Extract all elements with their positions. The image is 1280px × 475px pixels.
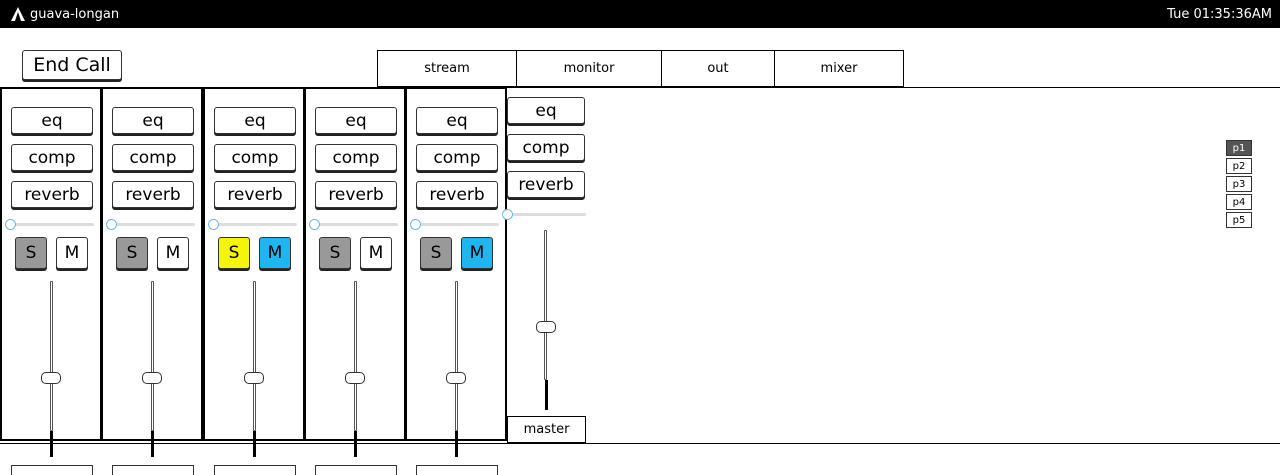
- fader-knob[interactable]: [446, 372, 466, 384]
- top-bar: guava-longan Tue 01:35:36AM: [0, 0, 1280, 28]
- tab-bar: stream monitor out mixer: [377, 50, 904, 87]
- end-call-button[interactable]: End Call: [22, 50, 122, 80]
- master-pan-knob[interactable]: [502, 209, 513, 220]
- pan-knob[interactable]: [410, 219, 421, 230]
- channel-label-box-3: [214, 465, 296, 475]
- fader-knob[interactable]: [41, 372, 61, 384]
- comp-button[interactable]: comp: [315, 144, 397, 171]
- master-reverb-button[interactable]: reverb: [507, 171, 585, 198]
- tent-icon: [11, 7, 25, 21]
- app-title-group: guava-longan: [10, 6, 119, 22]
- eq-button[interactable]: eq: [315, 107, 397, 134]
- master-fader-knob[interactable]: [536, 321, 556, 333]
- pan-slider[interactable]: [314, 223, 398, 226]
- fader-level-1: [50, 431, 53, 457]
- preset-p4[interactable]: p4: [1226, 194, 1252, 210]
- master-pan-slider[interactable]: [507, 213, 586, 216]
- pan-slider[interactable]: [213, 223, 297, 226]
- fader-knob[interactable]: [244, 372, 264, 384]
- fader-track[interactable]: [354, 281, 357, 431]
- solo-button[interactable]: S: [15, 237, 47, 269]
- preset-p5[interactable]: p5: [1226, 212, 1252, 228]
- solo-button[interactable]: S: [218, 237, 250, 269]
- eq-button[interactable]: eq: [416, 107, 498, 134]
- panel-top-divider: [0, 87, 1280, 88]
- preset-p3[interactable]: p3: [1226, 176, 1252, 192]
- fader-track[interactable]: [455, 281, 458, 431]
- eq-button[interactable]: eq: [214, 107, 296, 134]
- pan-knob[interactable]: [5, 219, 16, 230]
- channel-label-box-1: [11, 465, 93, 475]
- panel-bottom-divider: [0, 443, 1280, 444]
- reverb-button[interactable]: reverb: [214, 181, 296, 208]
- preset-p2[interactable]: p2: [1226, 158, 1252, 174]
- fader-track[interactable]: [151, 281, 154, 431]
- comp-button[interactable]: comp: [112, 144, 194, 171]
- comp-button[interactable]: comp: [214, 144, 296, 171]
- fader-track[interactable]: [253, 281, 256, 431]
- mute-button[interactable]: M: [461, 237, 493, 269]
- pan-knob[interactable]: [208, 219, 219, 230]
- tab-mixer[interactable]: mixer: [820, 61, 858, 76]
- app-title: guava-longan: [30, 6, 120, 22]
- channel-strip-2: eq comp reverb S M: [101, 87, 203, 441]
- channel-strip-1: eq comp reverb S M: [0, 87, 102, 441]
- pan-knob[interactable]: [106, 219, 117, 230]
- reverb-button[interactable]: reverb: [416, 181, 498, 208]
- mute-button[interactable]: M: [259, 237, 291, 269]
- preset-list: p1 p2 p3 p4 p5: [1226, 140, 1252, 230]
- reverb-button[interactable]: reverb: [315, 181, 397, 208]
- fader-level-5: [455, 431, 458, 457]
- tab-stream[interactable]: stream: [378, 51, 517, 86]
- comp-button[interactable]: comp: [416, 144, 498, 171]
- fader-track[interactable]: [50, 281, 53, 431]
- channel-strip-3: eq comp reverb S M: [203, 87, 305, 441]
- comp-button[interactable]: comp: [11, 144, 93, 171]
- preset-p1[interactable]: p1: [1226, 140, 1252, 156]
- fader-knob[interactable]: [345, 372, 365, 384]
- clock: Tue 01:35:36AM: [1167, 6, 1272, 22]
- channel-strip-5: eq comp reverb S M: [405, 87, 507, 441]
- channel-label-box-5: [416, 465, 498, 475]
- fader-level-2: [151, 431, 154, 457]
- master-fader-level: [545, 380, 548, 410]
- pan-slider[interactable]: [10, 223, 94, 226]
- pan-slider[interactable]: [111, 223, 195, 226]
- master-strip: eq comp reverb: [502, 87, 587, 443]
- fader-level-4: [354, 431, 357, 457]
- channel-label-box-2: [112, 465, 194, 475]
- channel-label-box-4: [315, 465, 397, 475]
- pan-slider[interactable]: [415, 223, 499, 226]
- master-label: master: [507, 416, 586, 443]
- mute-button[interactable]: M: [360, 237, 392, 269]
- solo-button[interactable]: S: [116, 237, 148, 269]
- tab-out[interactable]: out: [662, 51, 775, 86]
- channel-strip-4: eq comp reverb S M: [304, 87, 406, 441]
- reverb-button[interactable]: reverb: [112, 181, 194, 208]
- eq-button[interactable]: eq: [112, 107, 194, 134]
- master-comp-button[interactable]: comp: [507, 134, 585, 161]
- solo-button[interactable]: S: [420, 237, 452, 269]
- fader-level-3: [253, 431, 256, 457]
- mute-button[interactable]: M: [157, 237, 189, 269]
- fader-knob[interactable]: [142, 372, 162, 384]
- master-eq-button[interactable]: eq: [507, 97, 585, 124]
- mute-button[interactable]: M: [56, 237, 88, 269]
- eq-button[interactable]: eq: [11, 107, 93, 134]
- master-fader-track[interactable]: [544, 230, 547, 380]
- pan-knob[interactable]: [309, 219, 320, 230]
- solo-button[interactable]: S: [319, 237, 351, 269]
- reverb-button[interactable]: reverb: [11, 181, 93, 208]
- tab-monitor[interactable]: monitor: [517, 51, 662, 86]
